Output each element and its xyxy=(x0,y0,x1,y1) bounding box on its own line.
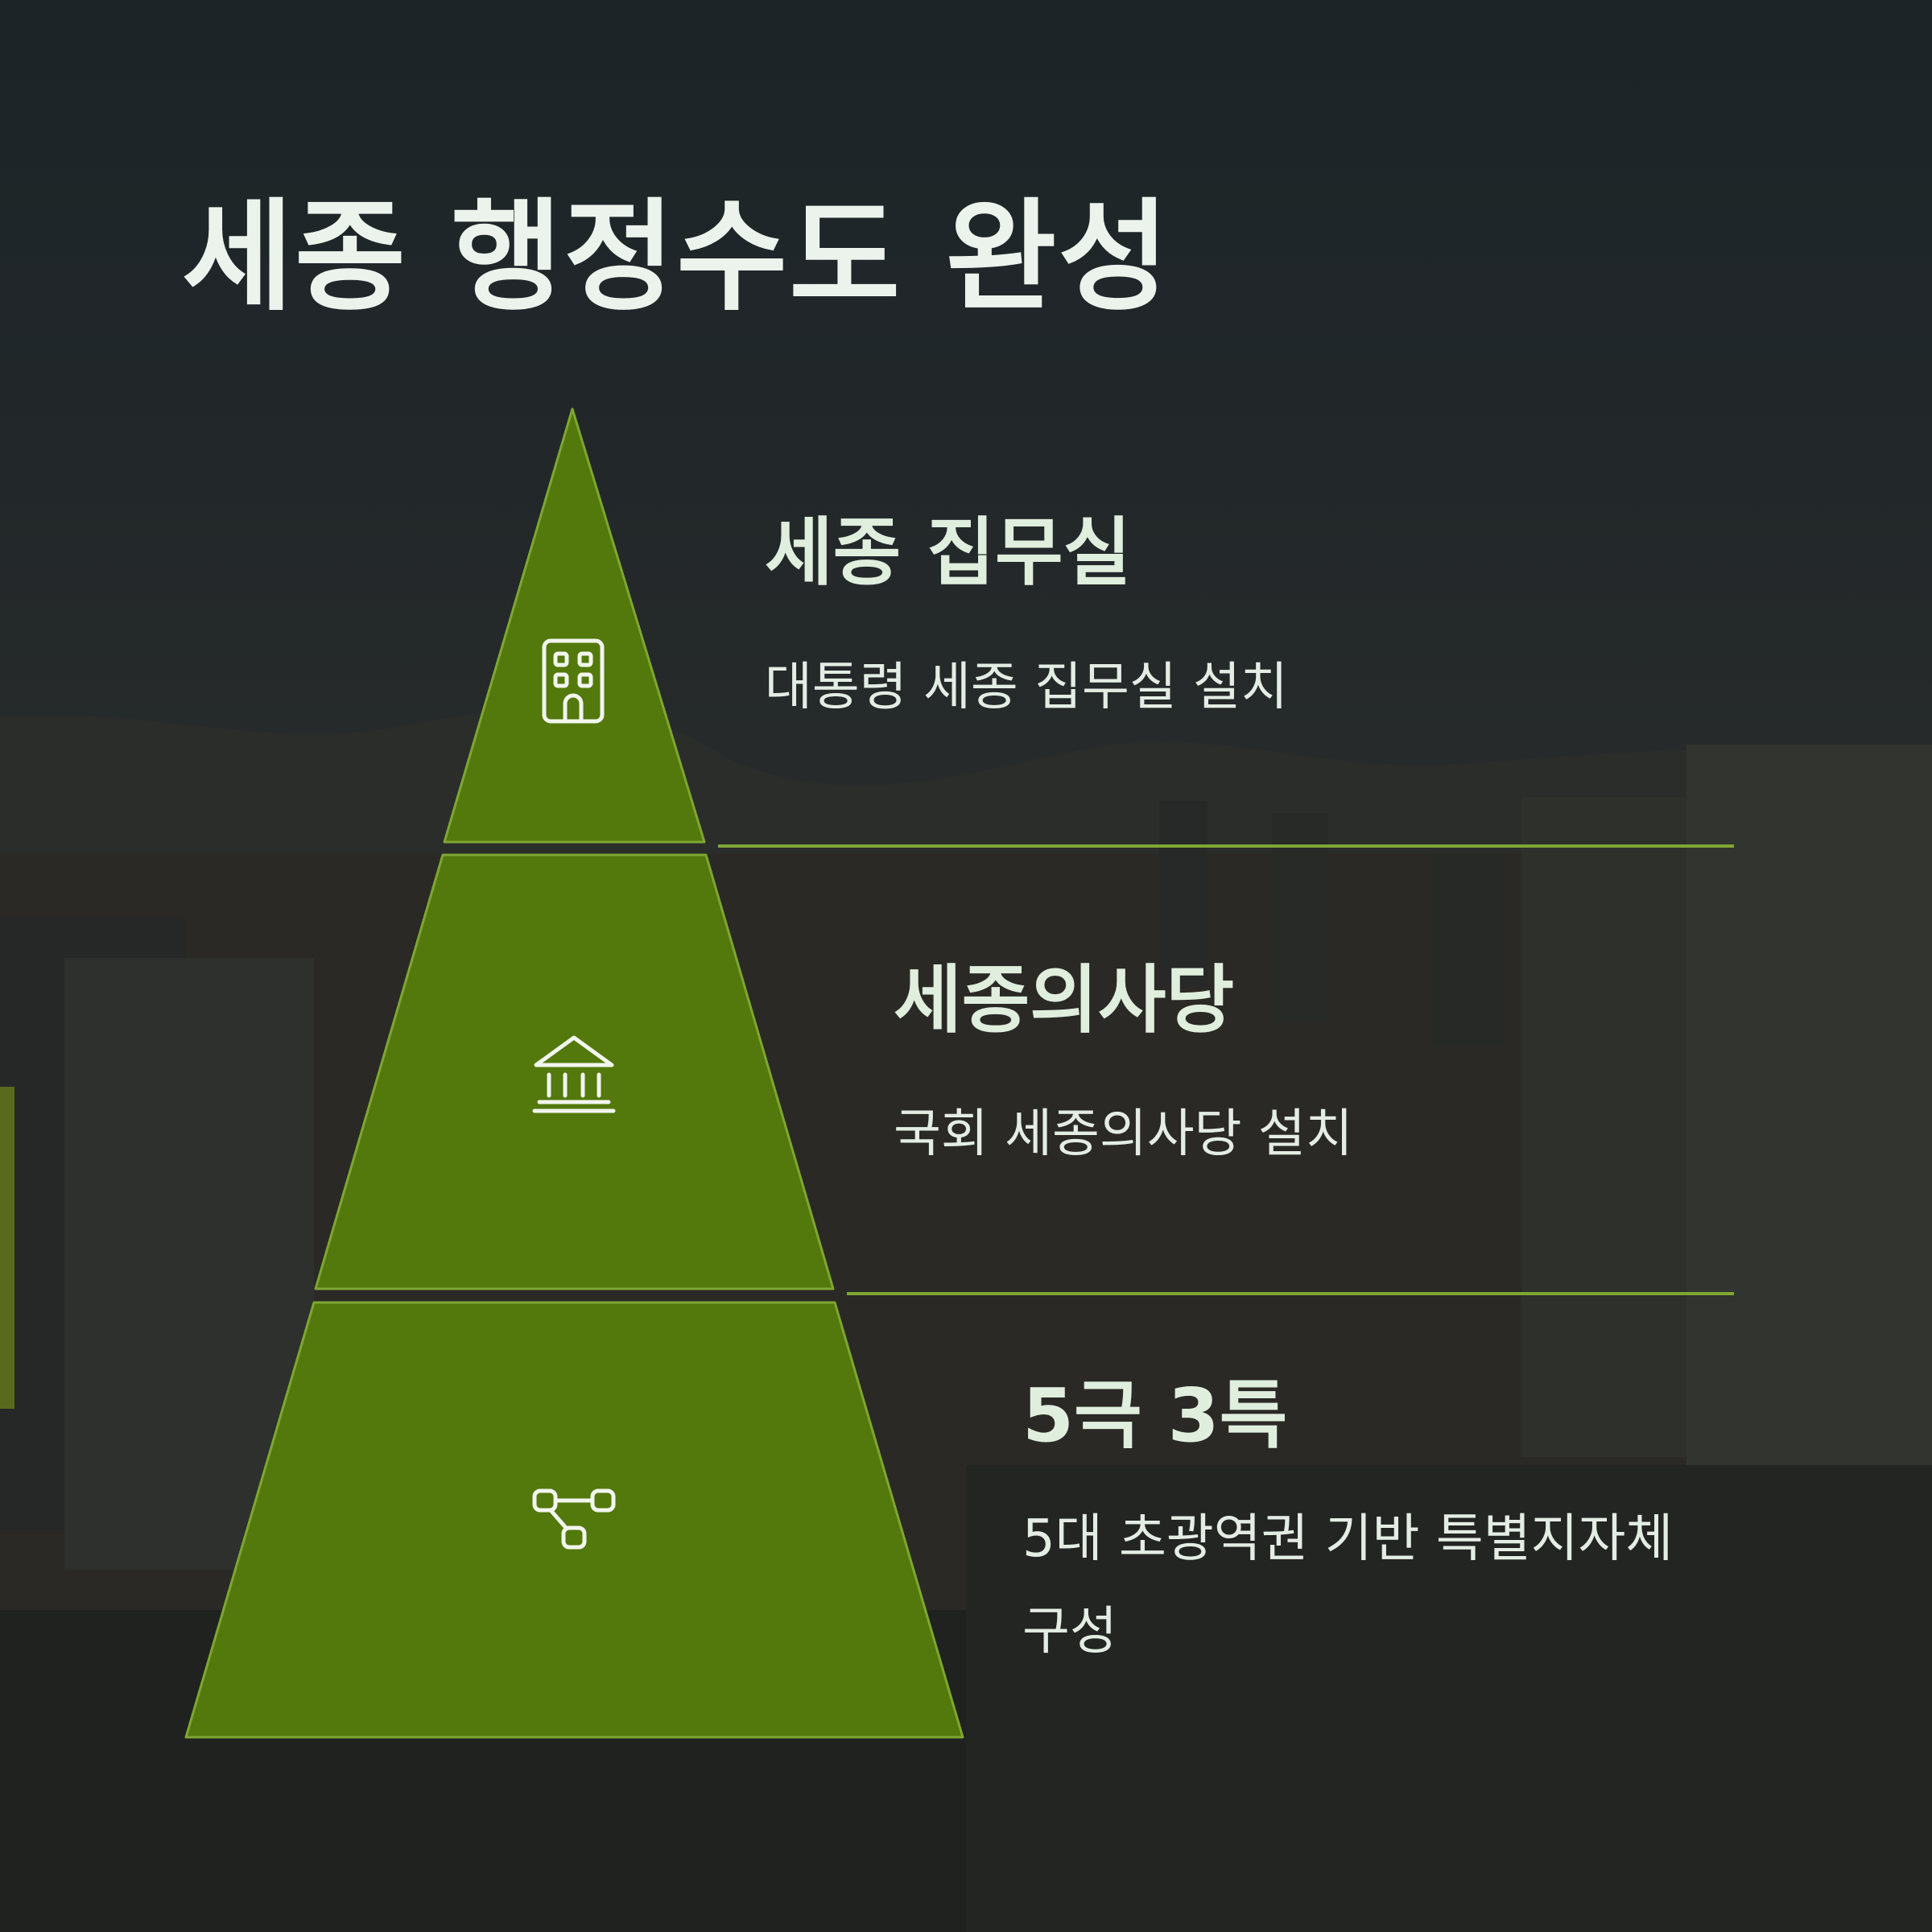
pyramid-tier-middle xyxy=(314,853,835,1290)
government-building-icon xyxy=(532,1035,616,1113)
network-nodes-icon xyxy=(532,1488,616,1550)
pyramid-tier-bottom xyxy=(184,1301,964,1739)
page-title: 세종 행정수도 완성 xyxy=(182,188,1171,328)
tier-3-heading: 5극 3특 xyxy=(1022,1373,1288,1459)
tier-1-heading: 세종 집무실 xyxy=(765,510,1132,596)
tier-3-description: 5대 초광역권 기반 특별지자체 구성 xyxy=(1022,1509,1674,1662)
office-building-icon xyxy=(542,638,605,724)
tier-2-description: 국회 세종의사당 설치 xyxy=(894,1104,1353,1164)
tier-2-heading: 세종의사당 xyxy=(894,957,1235,1043)
tier-1-description: 대통령 세종 집무실 설치 xyxy=(765,658,1288,717)
pyramid-tier-top xyxy=(443,407,706,844)
